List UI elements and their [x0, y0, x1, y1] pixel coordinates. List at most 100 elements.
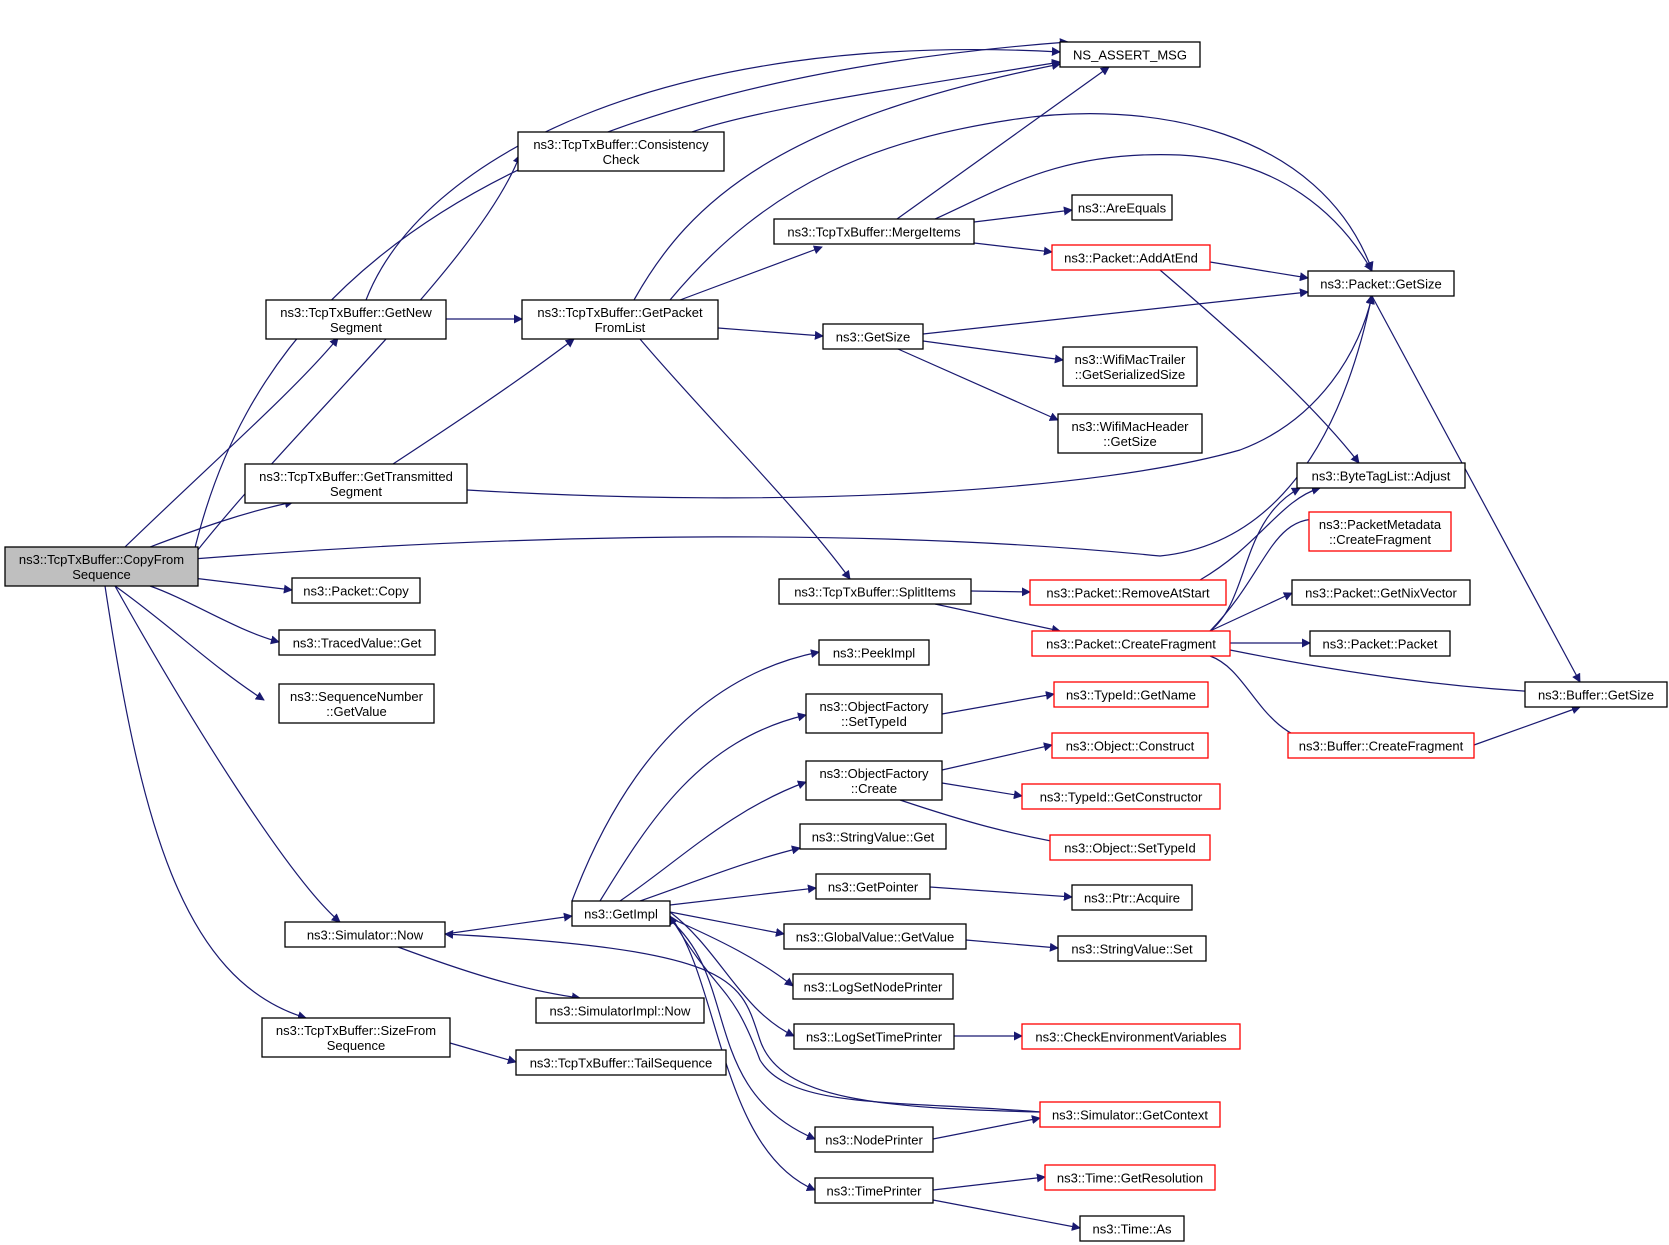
node-box: [1309, 630, 1451, 657]
node-getpointer[interactable]: ns3::GetPointer: [815, 873, 931, 900]
node-removeatstart[interactable]: ns3::Packet::RemoveAtStart: [1029, 579, 1227, 606]
node-pmcreatefrag[interactable]: ns3::PacketMetadata::CreateFragment: [1308, 511, 1452, 552]
node-peekimpl[interactable]: ns3::PeekImpl: [818, 639, 930, 666]
call-edge-52: [397, 946, 581, 1002]
node-typeidgetctor[interactable]: ns3::TypeId::GetConstructor: [1021, 783, 1221, 810]
node-box: [1029, 579, 1227, 606]
node-box: [773, 218, 975, 245]
node-tracedget[interactable]: ns3::TracedValue::Get: [278, 629, 436, 656]
node-label: ns3::LogSetTimePrinter: [806, 1030, 943, 1045]
call-edge-49: [669, 919, 816, 1140]
node-nsassert[interactable]: NS_ASSERT_MSG: [1059, 41, 1201, 68]
node-label: ::SetTypeId: [841, 714, 907, 729]
node-areequals[interactable]: ns3::AreEquals: [1071, 194, 1173, 221]
node-strvalget[interactable]: ns3::StringValue::Get: [799, 823, 947, 850]
call-edge-33: [1209, 592, 1293, 632]
node-ofsettypeid[interactable]: ns3::ObjectFactory::SetTypeId: [805, 693, 943, 734]
node-box: [1021, 1023, 1241, 1050]
node-timeas[interactable]: ns3::Time::As: [1079, 1215, 1185, 1242]
node-label: ns3::NodePrinter: [825, 1133, 923, 1148]
node-box: [805, 693, 943, 734]
node-label: ns3::TcpTxBuffer::GetPacket: [537, 305, 703, 320]
node-label: ns3::TcpTxBuffer::Consistency: [533, 137, 709, 152]
call-edge-28: [392, 338, 575, 465]
node-bytetag[interactable]: ns3::ByteTagList::Adjust: [1296, 462, 1466, 489]
call-edge-8: [114, 585, 265, 701]
node-label: ns3::TcpTxBuffer::MergeItems: [787, 225, 961, 240]
node-logsetnode[interactable]: ns3::LogSetNodePrinter: [792, 973, 954, 1000]
node-timeprinter[interactable]: ns3::TimePrinter: [814, 1177, 934, 1204]
node-label: Segment: [330, 484, 382, 499]
node-box: [778, 578, 972, 605]
node-mergeitems[interactable]: ns3::TcpTxBuffer::MergeItems: [773, 218, 975, 245]
node-label: ns3::LogSetNodePrinter: [804, 980, 943, 995]
node-strvalset[interactable]: ns3::StringValue::Set: [1057, 935, 1207, 962]
node-wifitrailer[interactable]: ns3::WifiMacTrailer::GetSerializedSize: [1062, 346, 1198, 387]
node-simgetctx[interactable]: ns3::Simulator::GetContext: [1039, 1101, 1221, 1128]
node-box: [261, 1017, 451, 1058]
node-label: Sequence: [327, 1038, 386, 1053]
node-pktcreatefrag[interactable]: ns3::Packet::CreateFragment: [1031, 630, 1231, 657]
call-edge-45: [669, 884, 817, 906]
node-label: ns3::GetSize: [836, 330, 910, 345]
node-pktcopy[interactable]: ns3::Packet::Copy: [291, 577, 421, 604]
node-tailseq[interactable]: ns3::TcpTxBuffer::TailSequence: [515, 1049, 727, 1076]
node-box: [1053, 681, 1209, 708]
call-edge-60: [449, 1042, 517, 1065]
node-simimplnow[interactable]: ns3::SimulatorImpl::Now: [535, 997, 705, 1024]
node-wifiheader[interactable]: ns3::WifiMacHeader::GetSize: [1057, 413, 1203, 454]
node-label: ns3::Object::Construct: [1066, 739, 1195, 754]
node-box: [265, 299, 447, 340]
node-label: ns3::SequenceNumber: [290, 689, 424, 704]
node-label: ns3::CheckEnvironmentVariables: [1035, 1030, 1227, 1045]
node-label: ns3::SimulatorImpl::Now: [550, 1004, 691, 1019]
node-typeidgetname[interactable]: ns3::TypeId::GetName: [1053, 681, 1209, 708]
nodes-layer: ns3::TcpTxBuffer::CopyFromSequenceNS_ASS…: [4, 41, 1668, 1242]
node-label: ns3::Ptr::Acquire: [1084, 891, 1180, 906]
call-edge-55: [941, 782, 1023, 800]
node-bufcreatefrag[interactable]: ns3::Buffer::CreateFragment: [1287, 732, 1475, 759]
node-getimpl[interactable]: ns3::GetImpl: [571, 900, 671, 927]
node-logsettime[interactable]: ns3::LogSetTimePrinter: [793, 1023, 955, 1050]
node-label: ns3::GetImpl: [584, 907, 658, 922]
call-edge-46: [669, 911, 785, 937]
node-pktpacket[interactable]: ns3::Packet::Packet: [1309, 630, 1451, 657]
node-simnow[interactable]: ns3::Simulator::Now: [284, 921, 446, 948]
node-box: [818, 639, 930, 666]
node-ptracquire[interactable]: ns3::Ptr::Acquire: [1071, 884, 1193, 911]
node-label: ns3::Simulator::GetContext: [1052, 1108, 1208, 1123]
node-box: [1291, 579, 1471, 606]
node-nodeprinter[interactable]: ns3::NodePrinter: [814, 1126, 934, 1153]
node-box: [1071, 884, 1193, 911]
call-edge-43: [619, 780, 807, 902]
node-pktgetsize[interactable]: ns3::Packet::GetSize: [1307, 270, 1455, 297]
node-box: [521, 299, 719, 340]
node-timegetres[interactable]: ns3::Time::GetResolution: [1044, 1164, 1216, 1191]
node-label: ns3::TcpTxBuffer::CopyFrom: [19, 552, 184, 567]
call-edge-64: [932, 1173, 1046, 1191]
node-ofcreate[interactable]: ns3::ObjectFactory::Create: [805, 760, 943, 801]
node-box: [535, 997, 705, 1024]
node-objconstruct[interactable]: ns3::Object::Construct: [1051, 732, 1209, 759]
call-edge-42: [599, 712, 807, 902]
node-getnixvector[interactable]: ns3::Packet::GetNixVector: [1291, 579, 1471, 606]
node-seqgetvalue[interactable]: ns3::SequenceNumber::GetValue: [278, 683, 435, 724]
node-box: [822, 323, 924, 350]
node-getsize[interactable]: ns3::GetSize: [822, 323, 924, 350]
node-label: ns3::Time::As: [1093, 1222, 1172, 1237]
node-objsettypeid[interactable]: ns3::Object::SetTypeId: [1049, 834, 1211, 861]
node-bufgetsize[interactable]: ns3::Buffer::GetSize: [1524, 681, 1668, 708]
node-addatend[interactable]: ns3::Packet::AddAtEnd: [1051, 244, 1211, 271]
node-splititems[interactable]: ns3::TcpTxBuffer::SplitItems: [778, 578, 972, 605]
node-box: [278, 629, 436, 656]
call-edge-54: [941, 742, 1053, 771]
node-gvgetvalue[interactable]: ns3::GlobalValue::GetValue: [783, 923, 967, 950]
node-checkenv[interactable]: ns3::CheckEnvironmentVariables: [1021, 1023, 1241, 1050]
call-edge-37: [1473, 705, 1581, 746]
